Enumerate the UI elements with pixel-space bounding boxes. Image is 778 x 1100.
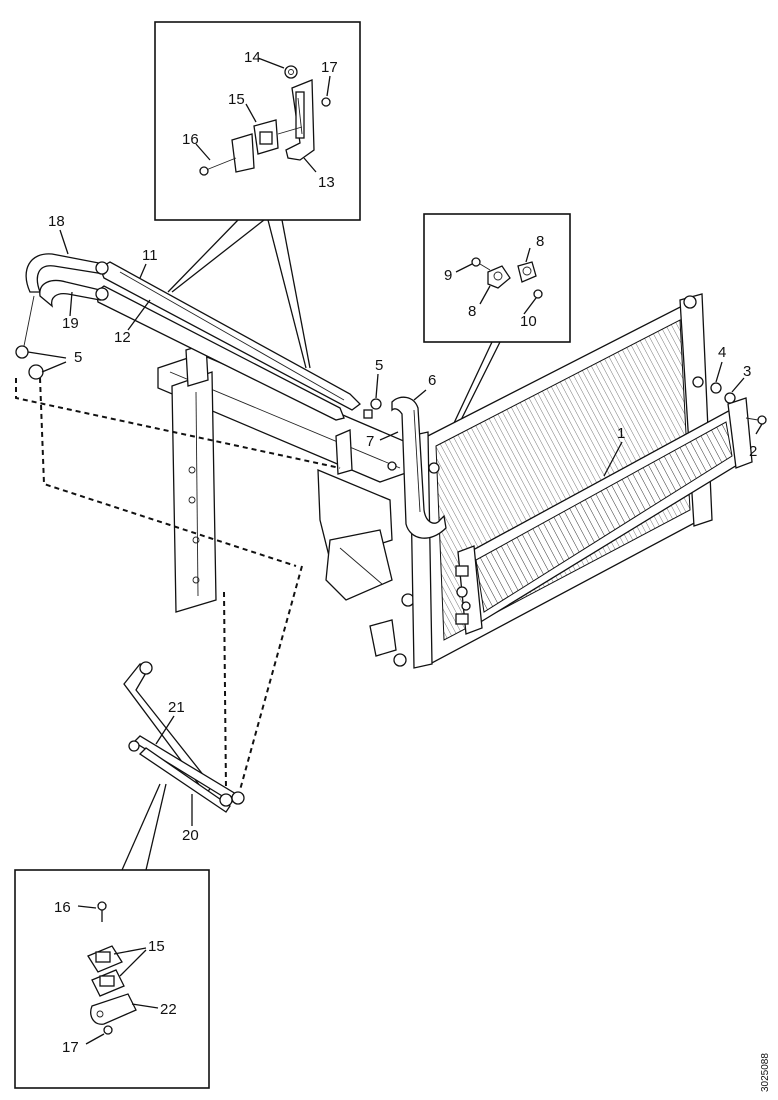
nut-14 bbox=[284, 65, 298, 79]
hose-6 bbox=[391, 396, 447, 539]
callout-11: 11 bbox=[142, 247, 158, 264]
pipe-20 bbox=[132, 735, 237, 803]
detail-box-right bbox=[423, 213, 571, 471]
nut-17 bbox=[321, 97, 331, 107]
callout-16b: 16 bbox=[54, 899, 71, 916]
reference-number: 3025088 bbox=[760, 1053, 771, 1092]
callout-2: 2 bbox=[749, 443, 757, 460]
detail-box-top bbox=[154, 21, 361, 369]
callout-17a: 17 bbox=[321, 59, 338, 76]
callout-19: 19 bbox=[62, 315, 79, 332]
hose-19 bbox=[39, 279, 101, 308]
callout-5b: 5 bbox=[375, 357, 383, 374]
fasteners-2-3-4 bbox=[710, 361, 767, 435]
callout-7: 7 bbox=[366, 433, 374, 450]
callout-5a: 5 bbox=[74, 349, 82, 366]
nut-4 bbox=[710, 382, 722, 394]
callout-17b: 17 bbox=[62, 1039, 79, 1056]
clamp-8a bbox=[487, 265, 511, 289]
callout-1: 1 bbox=[617, 425, 625, 442]
callout-13: 13 bbox=[318, 174, 335, 191]
oil-cooler-1 bbox=[455, 397, 753, 635]
clamp-8b bbox=[517, 261, 537, 283]
clamp-5b bbox=[28, 364, 44, 380]
radiator-hoses-6-7 bbox=[387, 396, 447, 539]
callout-14: 14 bbox=[244, 49, 261, 66]
clamp-5a bbox=[15, 345, 29, 359]
callout-10: 10 bbox=[520, 313, 537, 330]
callout-12: 12 bbox=[114, 329, 131, 346]
detail-box-bottom bbox=[14, 869, 210, 1089]
callout-6: 6 bbox=[428, 372, 436, 389]
nut-10 bbox=[533, 289, 543, 299]
washer-3 bbox=[724, 392, 736, 404]
radiator-support-frame bbox=[157, 343, 421, 667]
bracket-16 bbox=[231, 133, 255, 173]
callout-22: 22 bbox=[160, 1001, 177, 1018]
callout-9: 9 bbox=[444, 267, 452, 284]
callout-labels: 1 2 3 4 5 5 6 7 8 8 9 10 11 12 13 14 15 … bbox=[48, 49, 757, 1056]
callout-15a: 15 bbox=[228, 91, 245, 108]
callout-16a: 16 bbox=[182, 131, 199, 148]
routing-dashes bbox=[15, 377, 341, 791]
callout-8a: 8 bbox=[536, 233, 544, 250]
callout-15b: 15 bbox=[148, 938, 165, 955]
callout-8b: 8 bbox=[468, 303, 476, 320]
callout-21: 21 bbox=[168, 699, 185, 716]
cooler-pipes bbox=[15, 253, 382, 421]
callout-18: 18 bbox=[48, 213, 65, 230]
bolt-2 bbox=[757, 415, 767, 425]
callout-4: 4 bbox=[718, 344, 726, 361]
callout-leaders bbox=[27, 229, 623, 826]
bolt-9 bbox=[471, 257, 481, 267]
callout-20: 20 bbox=[182, 827, 199, 844]
lower-pipes bbox=[121, 661, 245, 871]
callout-3: 3 bbox=[743, 363, 751, 380]
